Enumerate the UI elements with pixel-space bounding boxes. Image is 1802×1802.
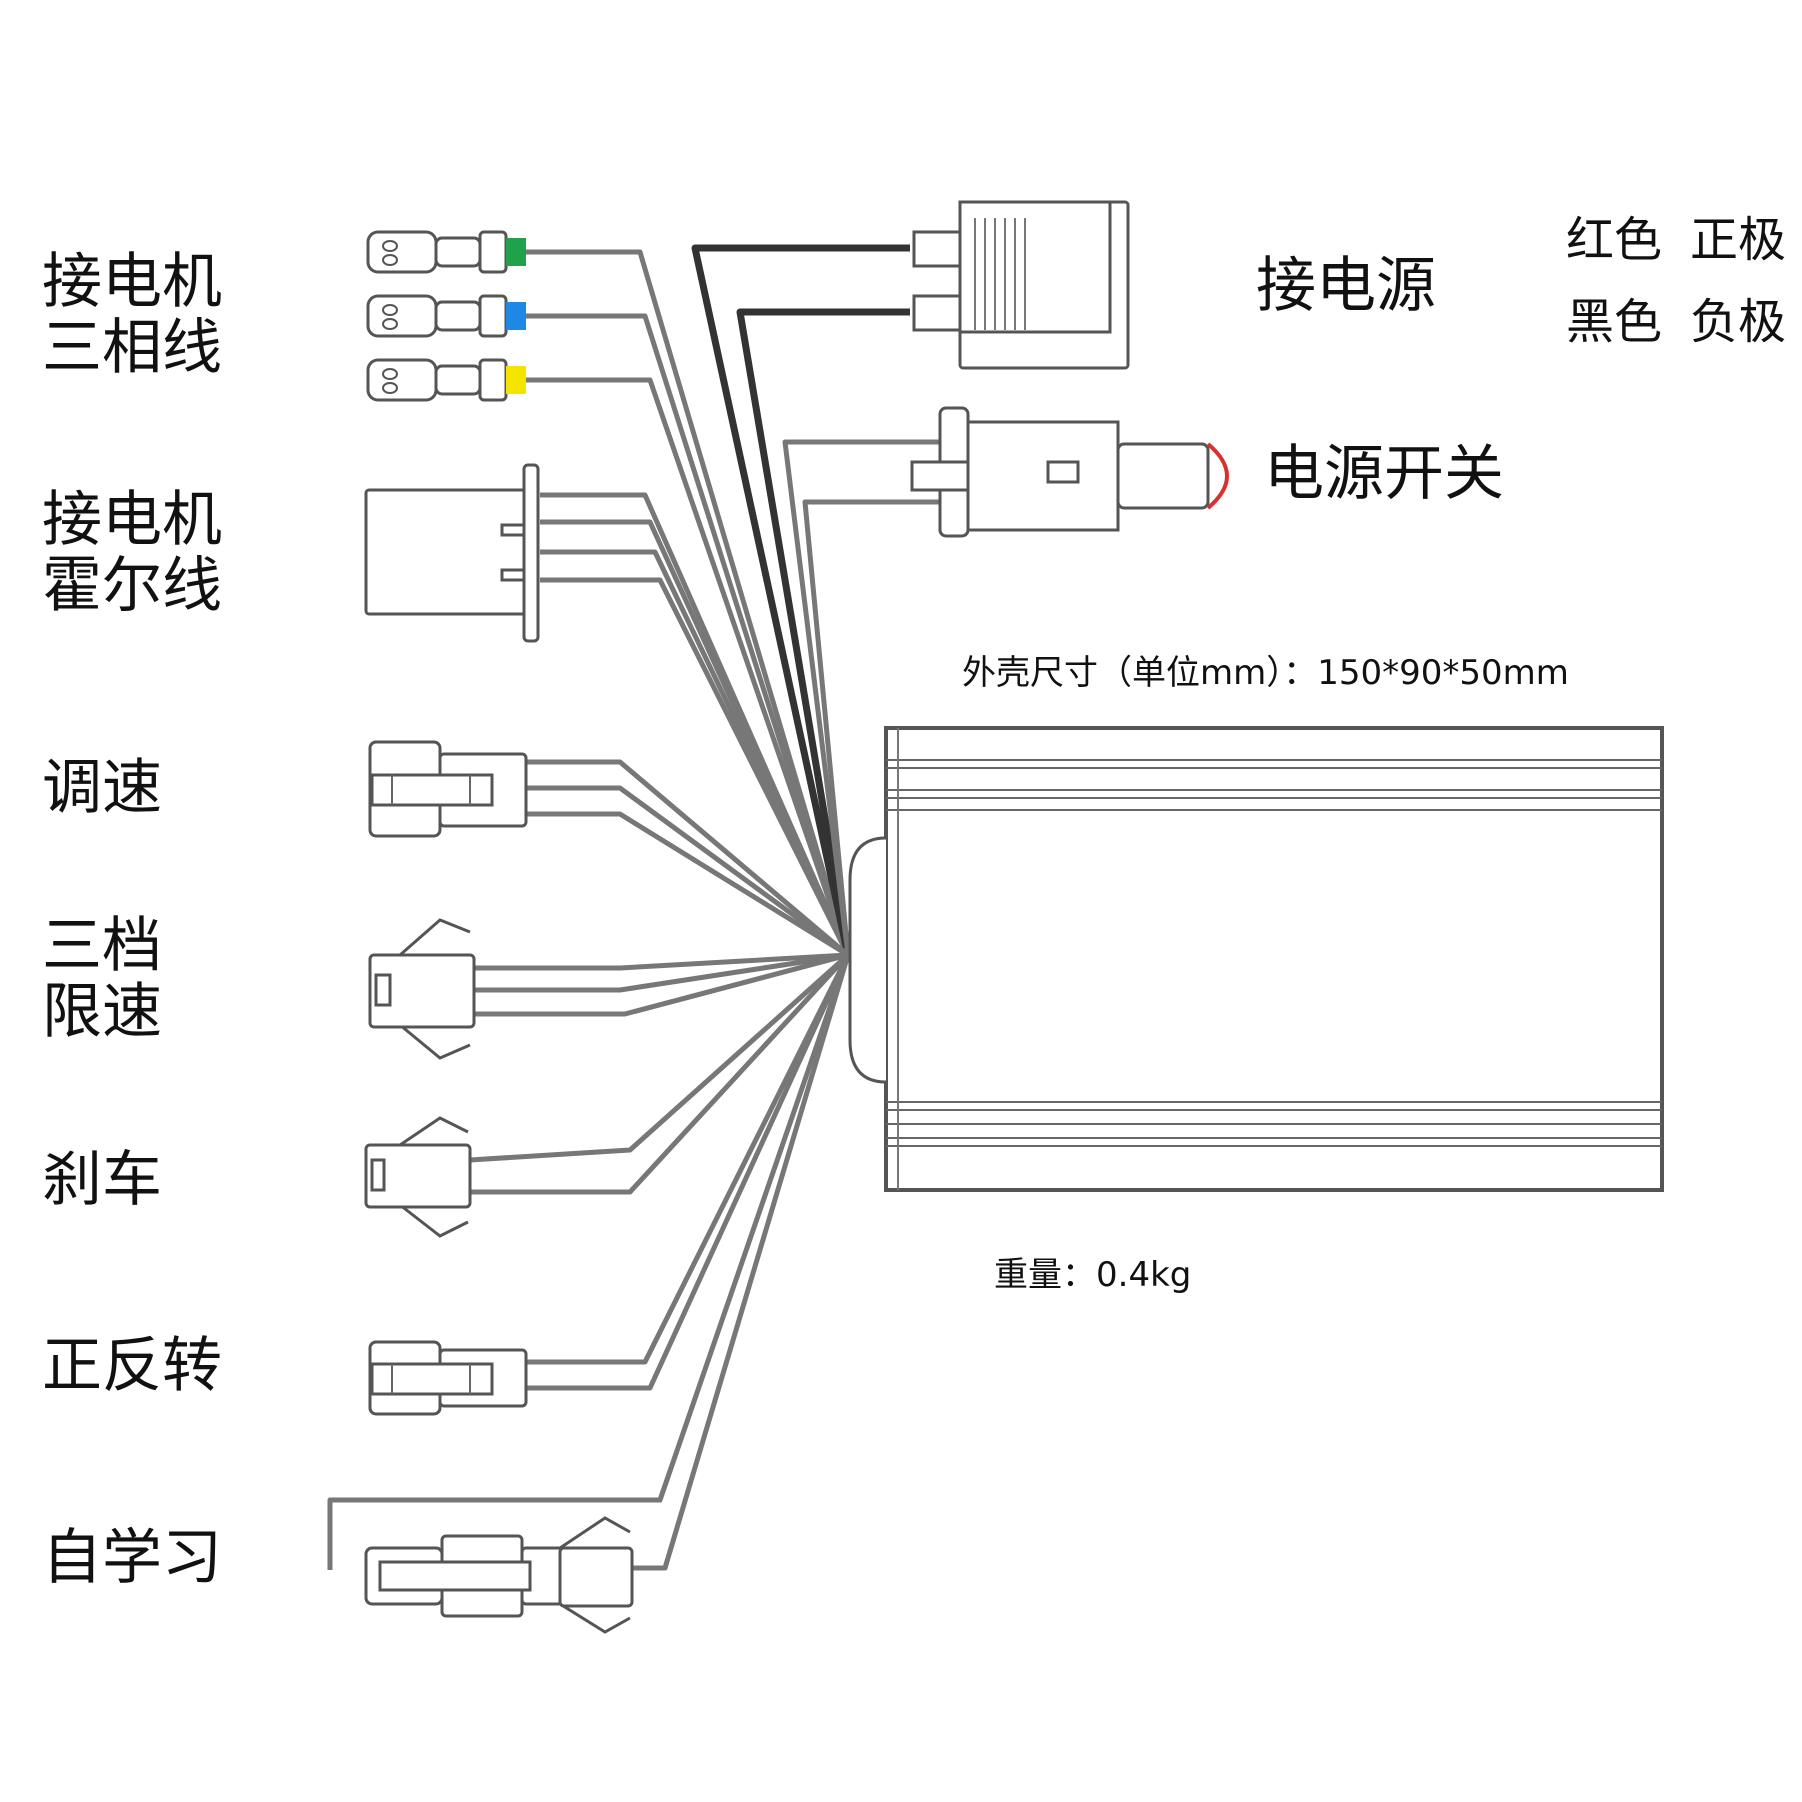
controller-body [848, 726, 1664, 1192]
throttle-connector [368, 740, 528, 838]
label-three-speed-1: 三档 [42, 911, 162, 981]
spec-weight: 重量：0.4kg [994, 1255, 1192, 1295]
brake-connector [364, 1116, 472, 1238]
switch-red-cap [1206, 442, 1229, 510]
label-motor-phase-2: 三相线 [42, 313, 222, 383]
three-speed-connector [368, 918, 476, 1060]
legend-black-meaning: 负极 [1690, 294, 1787, 350]
legend-red-color: 红色 [1566, 212, 1663, 268]
label-brake: 刹车 [42, 1145, 162, 1215]
spec-size: 外壳尺寸（单位mm）：150*90*50mm [962, 653, 1569, 693]
hall-connector [364, 463, 540, 643]
self-learn-connector [364, 1516, 634, 1634]
legend-red-meaning: 正极 [1690, 212, 1787, 268]
phase-connector-yellow [366, 358, 526, 402]
label-motor-phase-1: 接电机 [42, 247, 222, 317]
power-switch [910, 406, 1229, 538]
legend-black-color: 黑色 [1566, 294, 1663, 350]
phase-green-tip [506, 238, 526, 266]
label-throttle: 调速 [42, 753, 162, 823]
label-self-learn: 自学习 [42, 1523, 222, 1593]
phase-connector-green [366, 230, 526, 274]
label-three-speed-2: 限速 [42, 977, 162, 1047]
label-reverse: 正反转 [42, 1331, 222, 1401]
label-motor-hall-2: 霍尔线 [42, 551, 222, 621]
reverse-connector [368, 1340, 528, 1416]
label-power-switch: 电源开关 [1264, 439, 1504, 509]
label-motor-hall-1: 接电机 [42, 485, 222, 555]
label-power-in: 接电源 [1256, 251, 1436, 321]
power-input-connector [912, 200, 1130, 370]
phase-connector-blue [366, 294, 526, 338]
wire-bundle [327, 244, 940, 1571]
phase-yellow-tip [506, 366, 526, 394]
phase-blue-tip [506, 302, 526, 330]
